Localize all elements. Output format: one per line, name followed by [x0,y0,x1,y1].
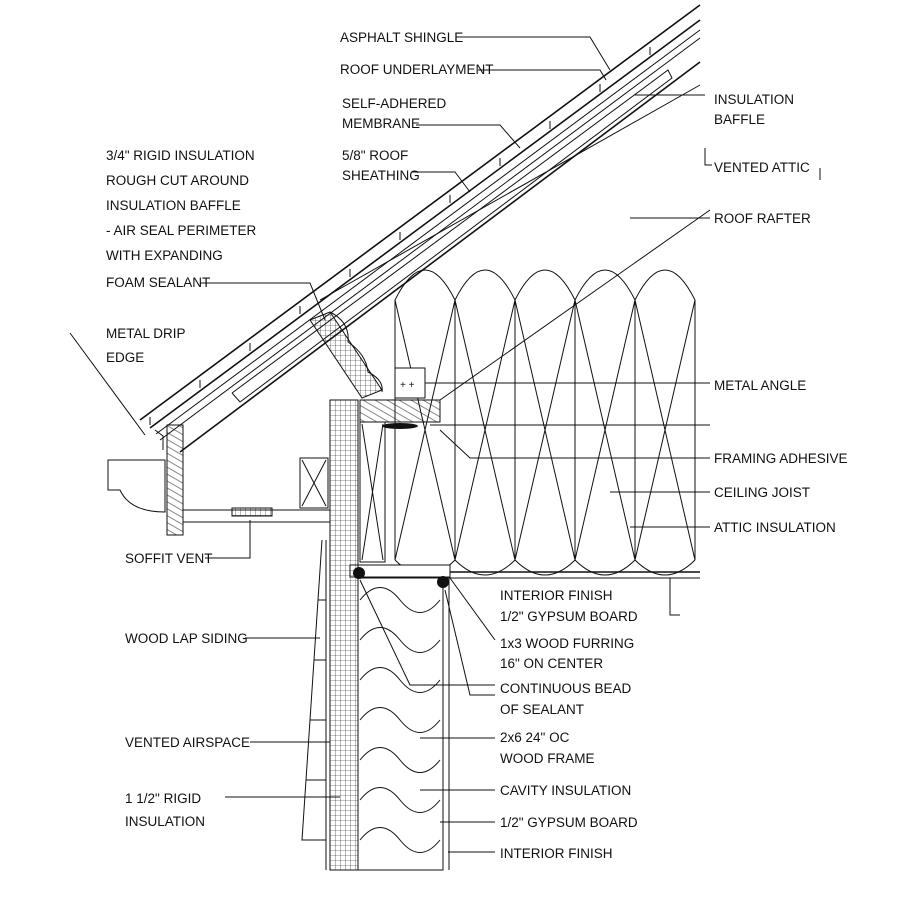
label-frame-1: 2x6 24" OC [500,730,570,745]
label-sealant-1: CONTINUOUS BEAD [500,681,632,696]
label-vented-attic: VENTED ATTIC [714,160,810,175]
label-drip-1: METAL DRIP [106,326,186,341]
soffit-vent [231,507,273,517]
label-cavity-insulation: CAVITY INSULATION [500,783,631,798]
label-furring-2: 16" ON CENTER [500,656,603,671]
wood-frame-stud [357,577,444,871]
label-rigid-4: - AIR SEAL PERIMETER [106,223,257,238]
fascia-board [166,424,184,536]
label-furring-1: 1x3 WOOD FURRING [500,636,634,651]
gutter [107,459,166,513]
label-interior-finish: INTERIOR FINISH [500,846,613,861]
foam-sealant [329,311,383,393]
label-vented-airspace: VENTED AIRSPACE [125,735,250,750]
rigid-insulation-block [309,311,383,399]
label-ceiling-joist: CEILING JOIST [714,485,810,500]
svg-text:+ +: + + [400,380,415,391]
label-roof-rafter: ROOF RAFTER [714,211,811,226]
framing-adhesive-bead [382,423,418,429]
rigid-insulation-wall [329,399,359,871]
top-plate [359,399,441,423]
sealant-bead-left [353,567,365,579]
label-frame-2: WOOD FRAME [500,751,595,766]
drip-edge [154,429,164,450]
label-insulation-baffle-1: INSULATION [714,92,794,107]
label-roof-underlayment: ROOF UNDERLAYMENT [340,62,494,77]
label-rigid-3: INSULATION BAFFLE [106,198,241,213]
wood-lap-siding [301,539,327,870]
label-metal-angle: METAL ANGLE [714,378,806,393]
label-rigid15-2: INSULATION [125,814,205,829]
label-soffit-vent: SOFFIT VENT [125,551,213,566]
label-interior-finish-2: 1/2" GYPSUM BOARD [500,609,638,624]
shingle-courses [149,47,651,425]
label-self-adhered: SELF-ADHERED [342,96,447,111]
label-rigid15-1: 1 1/2" RIGID [125,791,201,806]
label-attic-insulation: ATTIC INSULATION [714,520,836,535]
label-sealant-2: OF SEALANT [500,702,584,717]
label-interior-finish-1: INTERIOR FINISH [500,588,613,603]
label-gypsum-board: 1/2" GYPSUM BOARD [500,815,638,830]
label-rigid-5: WITH EXPANDING [106,248,223,263]
label-roof-sheathing-1: 5/8" ROOF [342,148,408,163]
insulation-baffle [231,69,673,403]
roof-assembly [139,4,701,453]
label-framing-adhesive: FRAMING ADHESIVE [714,451,848,466]
label-insulation-baffle-2: BAFFLE [714,112,765,127]
roof-sheathing [179,61,701,453]
label-group: ASPHALT SHINGLE ROOF UNDERLAYMENT SELF-A… [106,30,848,861]
label-rigid-6: FOAM SEALANT [106,275,210,290]
label-roof-sheathing-2: SHEATHING [342,168,420,183]
label-asphalt-shingle: ASPHALT SHINGLE [340,30,463,45]
sealant-bead-right [437,576,449,588]
label-rigid-1: 3/4" RIGID INSULATION [106,148,255,163]
label-wood-lap-siding: WOOD LAP SIDING [125,631,248,646]
label-drip-2: EDGE [106,350,144,365]
leaders [69,36,821,853]
wood-furring [349,564,451,578]
roof-rafter [319,84,701,301]
label-membrane: MEMBRANE [342,116,420,131]
label-rigid-2: ROUGH CUT AROUND [106,173,249,188]
